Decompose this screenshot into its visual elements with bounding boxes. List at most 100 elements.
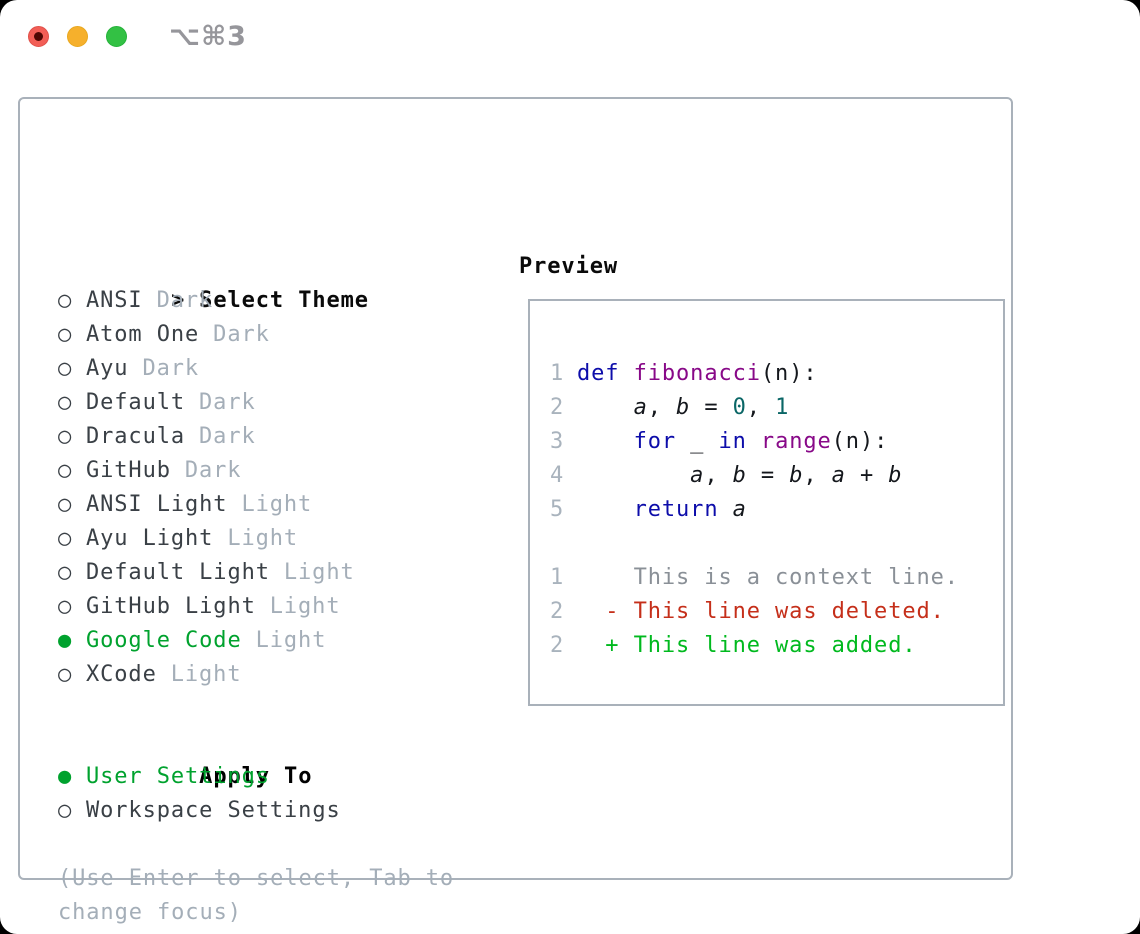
apply-options-list: ● User Settings ○Workspace Settings <box>58 760 478 828</box>
theme-name: Dracula <box>86 424 186 449</box>
code-segment: , <box>704 463 733 488</box>
theme-variant: Dark <box>142 356 200 381</box>
theme-variant: Dark <box>156 288 214 313</box>
spacer-row <box>58 692 478 726</box>
close-button[interactable] <box>28 26 49 47</box>
code-line: 5 return a <box>550 493 1003 527</box>
theme-variant: Dark <box>184 458 242 483</box>
code-segment: fibonacci <box>633 361 761 386</box>
diff-text: + This line was added. <box>577 633 917 658</box>
code-segment: for <box>633 429 677 454</box>
line-number: 4 <box>550 463 565 488</box>
code-segment: range <box>760 429 832 454</box>
line-number: 2 <box>550 633 565 658</box>
diff-line-context: 1 This is a context line. <box>550 561 1003 595</box>
code-segment: b <box>676 395 691 420</box>
theme-item-default[interactable]: ○ Default Dark <box>58 386 478 420</box>
code-segment: b <box>732 463 747 488</box>
radio-icon: ○ <box>58 322 73 347</box>
code-line: 2 a, b = 0, 1 <box>550 391 1003 425</box>
code-segment: , <box>803 463 832 488</box>
theme-name: Google Code <box>86 628 242 653</box>
theme-variant: Light <box>241 492 313 517</box>
radio-icon: ○ <box>58 662 73 687</box>
apply-option-user-settings[interactable]: ● User Settings <box>58 760 478 794</box>
code-segment <box>577 497 634 522</box>
radio-icon: ○ <box>58 560 73 585</box>
radio-icon: ○ <box>58 390 73 415</box>
radio-icon: ○ <box>58 458 73 483</box>
apply-to-header: Apply To <box>58 726 478 789</box>
code-segment <box>619 361 633 386</box>
minimize-button[interactable] <box>67 26 88 47</box>
selected-radio-icon: ● <box>58 628 73 653</box>
code-segment <box>577 463 690 488</box>
apply-to-title: Apply To <box>199 764 313 789</box>
preview-title: Preview <box>519 254 619 279</box>
code-segment <box>577 395 634 420</box>
spacer-row <box>550 527 1003 561</box>
theme-item-default-light[interactable]: ○ Default Light Light <box>58 556 478 590</box>
diff-line-added: 2 + This line was added. <box>550 629 1003 663</box>
radio-icon: ○ <box>58 356 73 381</box>
code-segment: return <box>633 497 719 522</box>
select-theme-title: Select Theme <box>199 288 369 313</box>
code-segment: 0 <box>732 395 747 420</box>
code-segment: a <box>633 395 648 420</box>
theme-name: ANSI Light <box>86 492 228 517</box>
diff-preview: 1 This is a context line. 2 - This line w… <box>550 561 1003 663</box>
code-line: 1 def fibonacci(n): <box>550 357 1003 391</box>
radio-icon: ○ <box>58 594 73 619</box>
code-segment: a <box>732 497 747 522</box>
line-number: 2 <box>550 395 565 420</box>
apply-option-workspace-settings[interactable]: ○Workspace Settings <box>58 794 478 828</box>
code-segment <box>577 429 634 454</box>
code-segment: b <box>888 463 903 488</box>
selected-radio-icon: ● <box>58 764 73 789</box>
code-segment: = <box>690 395 733 420</box>
line-number: 2 <box>550 599 565 624</box>
code-text: a, b = b, a + b <box>577 459 902 493</box>
code-segment <box>718 497 732 522</box>
zoom-button[interactable] <box>106 26 127 47</box>
code-text: return a <box>577 493 747 527</box>
line-number: 1 <box>550 361 565 386</box>
theme-item-ansi[interactable]: ○ ANSI Dark <box>58 284 478 318</box>
theme-variant: Dark <box>199 390 256 415</box>
code-segment: a <box>690 463 705 488</box>
focus-caret-icon: > <box>171 288 186 313</box>
code-segment: (n): <box>760 361 818 386</box>
theme-item-ansi-light[interactable]: ○ ANSI Light Light <box>58 488 478 522</box>
radio-icon: ○ <box>58 288 73 313</box>
radio-icon: ○ <box>58 424 73 449</box>
radio-icon: ○ <box>58 798 73 823</box>
theme-variant: Light <box>283 560 355 585</box>
code-segment: def <box>577 361 620 386</box>
diff-text: - This line was deleted. <box>577 599 945 624</box>
apply-option-label: User Settings <box>86 764 270 789</box>
theme-name: Ayu Light <box>86 526 214 551</box>
theme-name: ANSI <box>86 288 143 313</box>
theme-variant: Light <box>227 526 299 551</box>
theme-name: Default Light <box>86 560 270 585</box>
window-shortcut-label: ⌥⌘3 <box>169 21 247 52</box>
code-segment: , <box>746 395 776 420</box>
line-number: 1 <box>550 565 565 590</box>
code-text: for _ in range(n): <box>577 425 888 459</box>
code-text: def fibonacci(n): <box>577 357 818 391</box>
code-segment: _ <box>676 429 719 454</box>
radio-icon: ○ <box>58 492 73 517</box>
theme-name: Default <box>86 390 186 415</box>
